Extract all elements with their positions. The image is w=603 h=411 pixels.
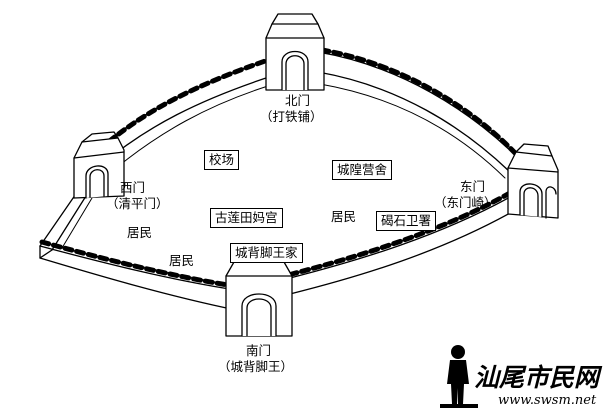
resident-label: 居民 [169, 253, 195, 268]
south-gate-note: （城背脚王） [218, 359, 294, 374]
west-gate-name: 西门 [120, 180, 146, 195]
place-jieshi-weishu: 碣石卫署 [376, 211, 437, 231]
resident-label: 居民 [331, 209, 357, 224]
east-gate-name: 东门 [460, 179, 486, 194]
south-gate-tower [225, 251, 293, 337]
south-gate-name: 南门 [246, 343, 272, 358]
watermark-logo: 汕尾市民网 [474, 363, 600, 392]
north-east-wall [317, 47, 521, 173]
place-jiaochang: 校场 [204, 150, 240, 170]
north-gate-note: （打铁铺） [260, 109, 323, 124]
person-silhouette-icon [440, 345, 478, 408]
west-gate-note: （清平门） [106, 196, 169, 211]
place-chenghuang-yingshe: 城隍营舍 [332, 160, 393, 180]
place-gulian-tian-mazu-gong: 古莲田妈宫 [210, 208, 283, 228]
watermark-url: www.swsm.net [498, 393, 597, 408]
east-gate-note: （东门崎） [434, 195, 497, 210]
west-wall [39, 187, 87, 259]
west-gate-tower [73, 131, 125, 199]
place-chengbeijiao-wangjia: 城背脚王家 [230, 243, 303, 263]
north-gate-tower [265, 13, 325, 91]
resident-label: 居民 [127, 225, 153, 240]
north-gate-name: 北门 [285, 93, 311, 108]
east-gate-tower [507, 143, 559, 219]
south-west-wall [39, 239, 237, 311]
